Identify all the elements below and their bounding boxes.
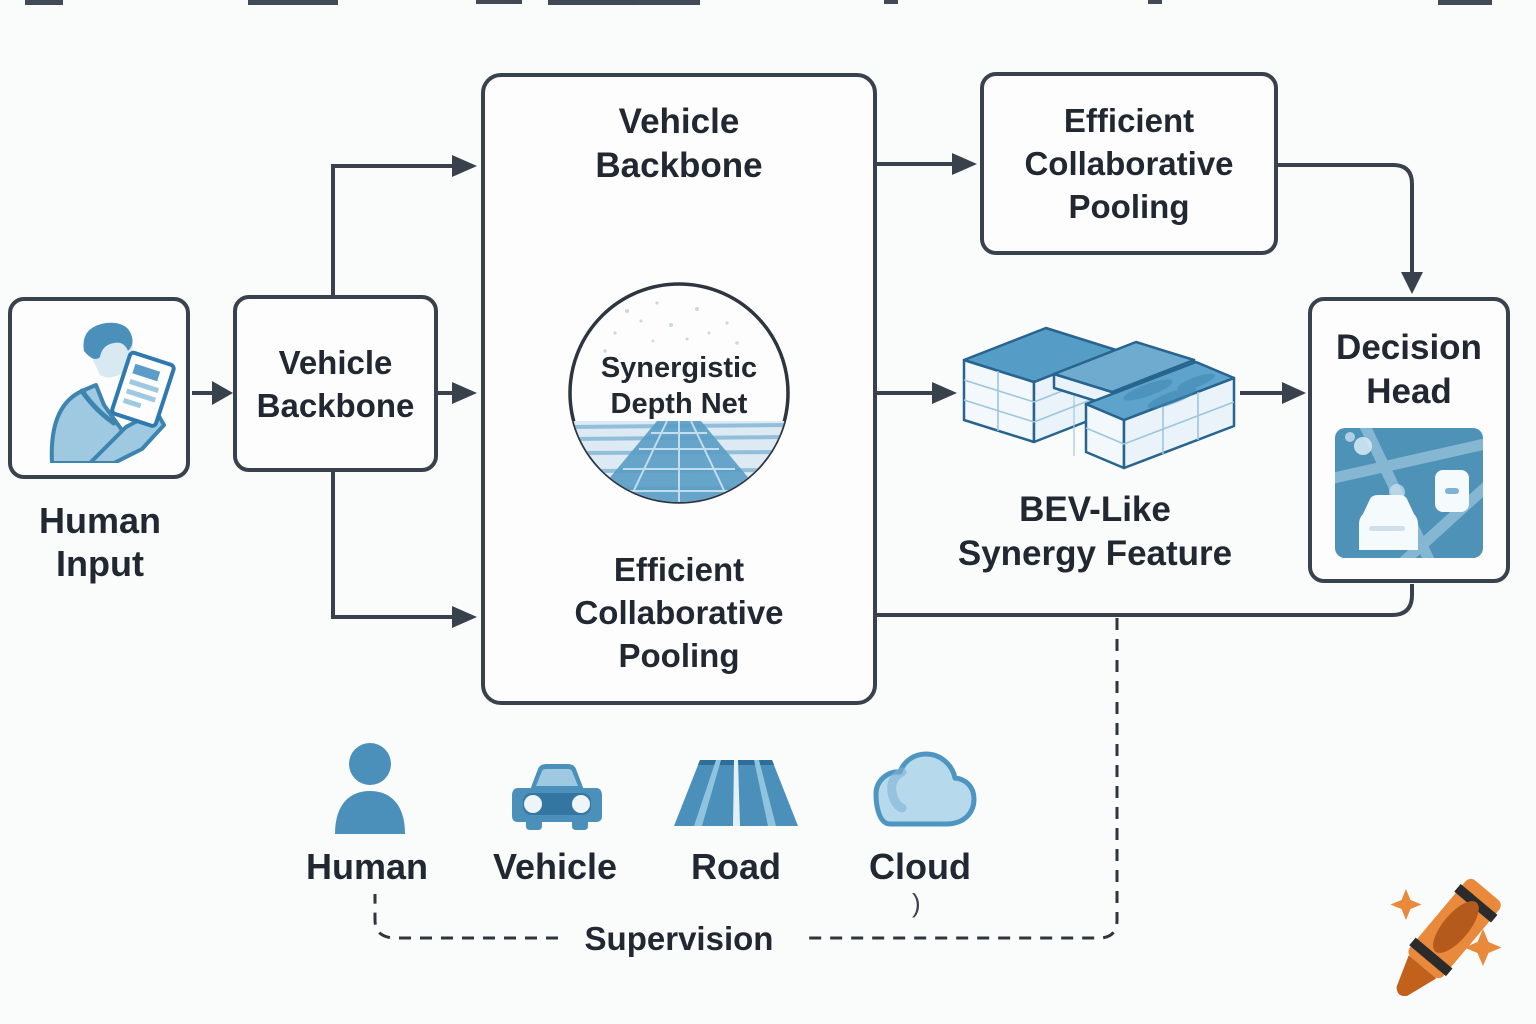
bev-feature-label-line2: Synergy Feature [957, 534, 1233, 573]
collab-pooling-line3: Pooling [1068, 188, 1190, 225]
vehicle-backbone-label: Vehicle Backbone [233, 341, 438, 427]
bev-feature-label-line1: BEV-Like [1019, 490, 1171, 529]
bev-feature-label: BEV-Like Synergy Feature [945, 488, 1245, 576]
pooling-label-line2: Collaborative [574, 594, 784, 631]
legend-label-vehicle-text: Vehicle [492, 846, 618, 887]
main-module-title-line2: Backbone [595, 146, 763, 185]
bev-tensor-illustration [962, 326, 1236, 470]
main-module-title: Vehicle Backbone [481, 100, 877, 188]
depth-net-label-line1: Synergistic [600, 352, 758, 384]
legend-label-cloud: Cloud [840, 845, 1000, 888]
collab-pooling-line1: Efficient [1063, 102, 1195, 139]
vehicle-backbone-label-line1: Vehicle [278, 344, 393, 381]
vehicle-backbone-node [233, 295, 438, 472]
collab-pooling-line2: Collaborative [1024, 145, 1234, 182]
legend-label-cloud-text: Cloud [869, 846, 971, 887]
car-icon [512, 764, 602, 830]
stray-mark-text: ) [912, 888, 921, 918]
depth-net-label: Synergistic Depth Net [567, 350, 791, 422]
human-input-node [8, 297, 190, 479]
legend-label-vehicle: Vehicle [475, 845, 635, 888]
legend-label-road-text: Road [691, 846, 781, 887]
decision-head-title: Decision Head [1308, 326, 1510, 414]
depth-net-label-line2: Depth Net [610, 388, 748, 420]
legend-label-road: Road [656, 845, 816, 888]
main-module-title-line1: Vehicle [618, 102, 740, 141]
cloud-icon [873, 751, 977, 827]
human-input-caption-line1: Human [38, 500, 161, 541]
supervision-label-text: Supervision [584, 920, 774, 957]
road-perspective-illustration [568, 282, 790, 504]
route-map-illustration [1335, 428, 1483, 558]
road-icon [674, 760, 798, 826]
human-input-caption: Human Input [0, 499, 200, 585]
human-input-caption-line2: Input [56, 543, 144, 584]
pooling-label-line1: Efficient [613, 551, 745, 588]
collaborative-pooling-node [980, 72, 1278, 255]
main-module-pooling-label: Efficient Collaborative Pooling [481, 548, 877, 677]
legend-label-human: Human [287, 845, 447, 888]
decision-head-title-line2: Head [1366, 372, 1452, 411]
collaborative-pooling-label: Efficient Collaborative Pooling [980, 99, 1278, 228]
person-with-tablet-icon [49, 322, 176, 463]
legend-label-human-text: Human [305, 846, 428, 887]
decision-head-title-line1: Decision [1336, 328, 1482, 367]
crayon-icon [1390, 878, 1502, 997]
supervision-label: Supervision [559, 917, 799, 960]
person-icon [335, 743, 405, 834]
stray-mark: ) [912, 888, 921, 919]
vehicle-backbone-label-line2: Backbone [256, 387, 415, 424]
pooling-label-line3: Pooling [618, 637, 740, 674]
